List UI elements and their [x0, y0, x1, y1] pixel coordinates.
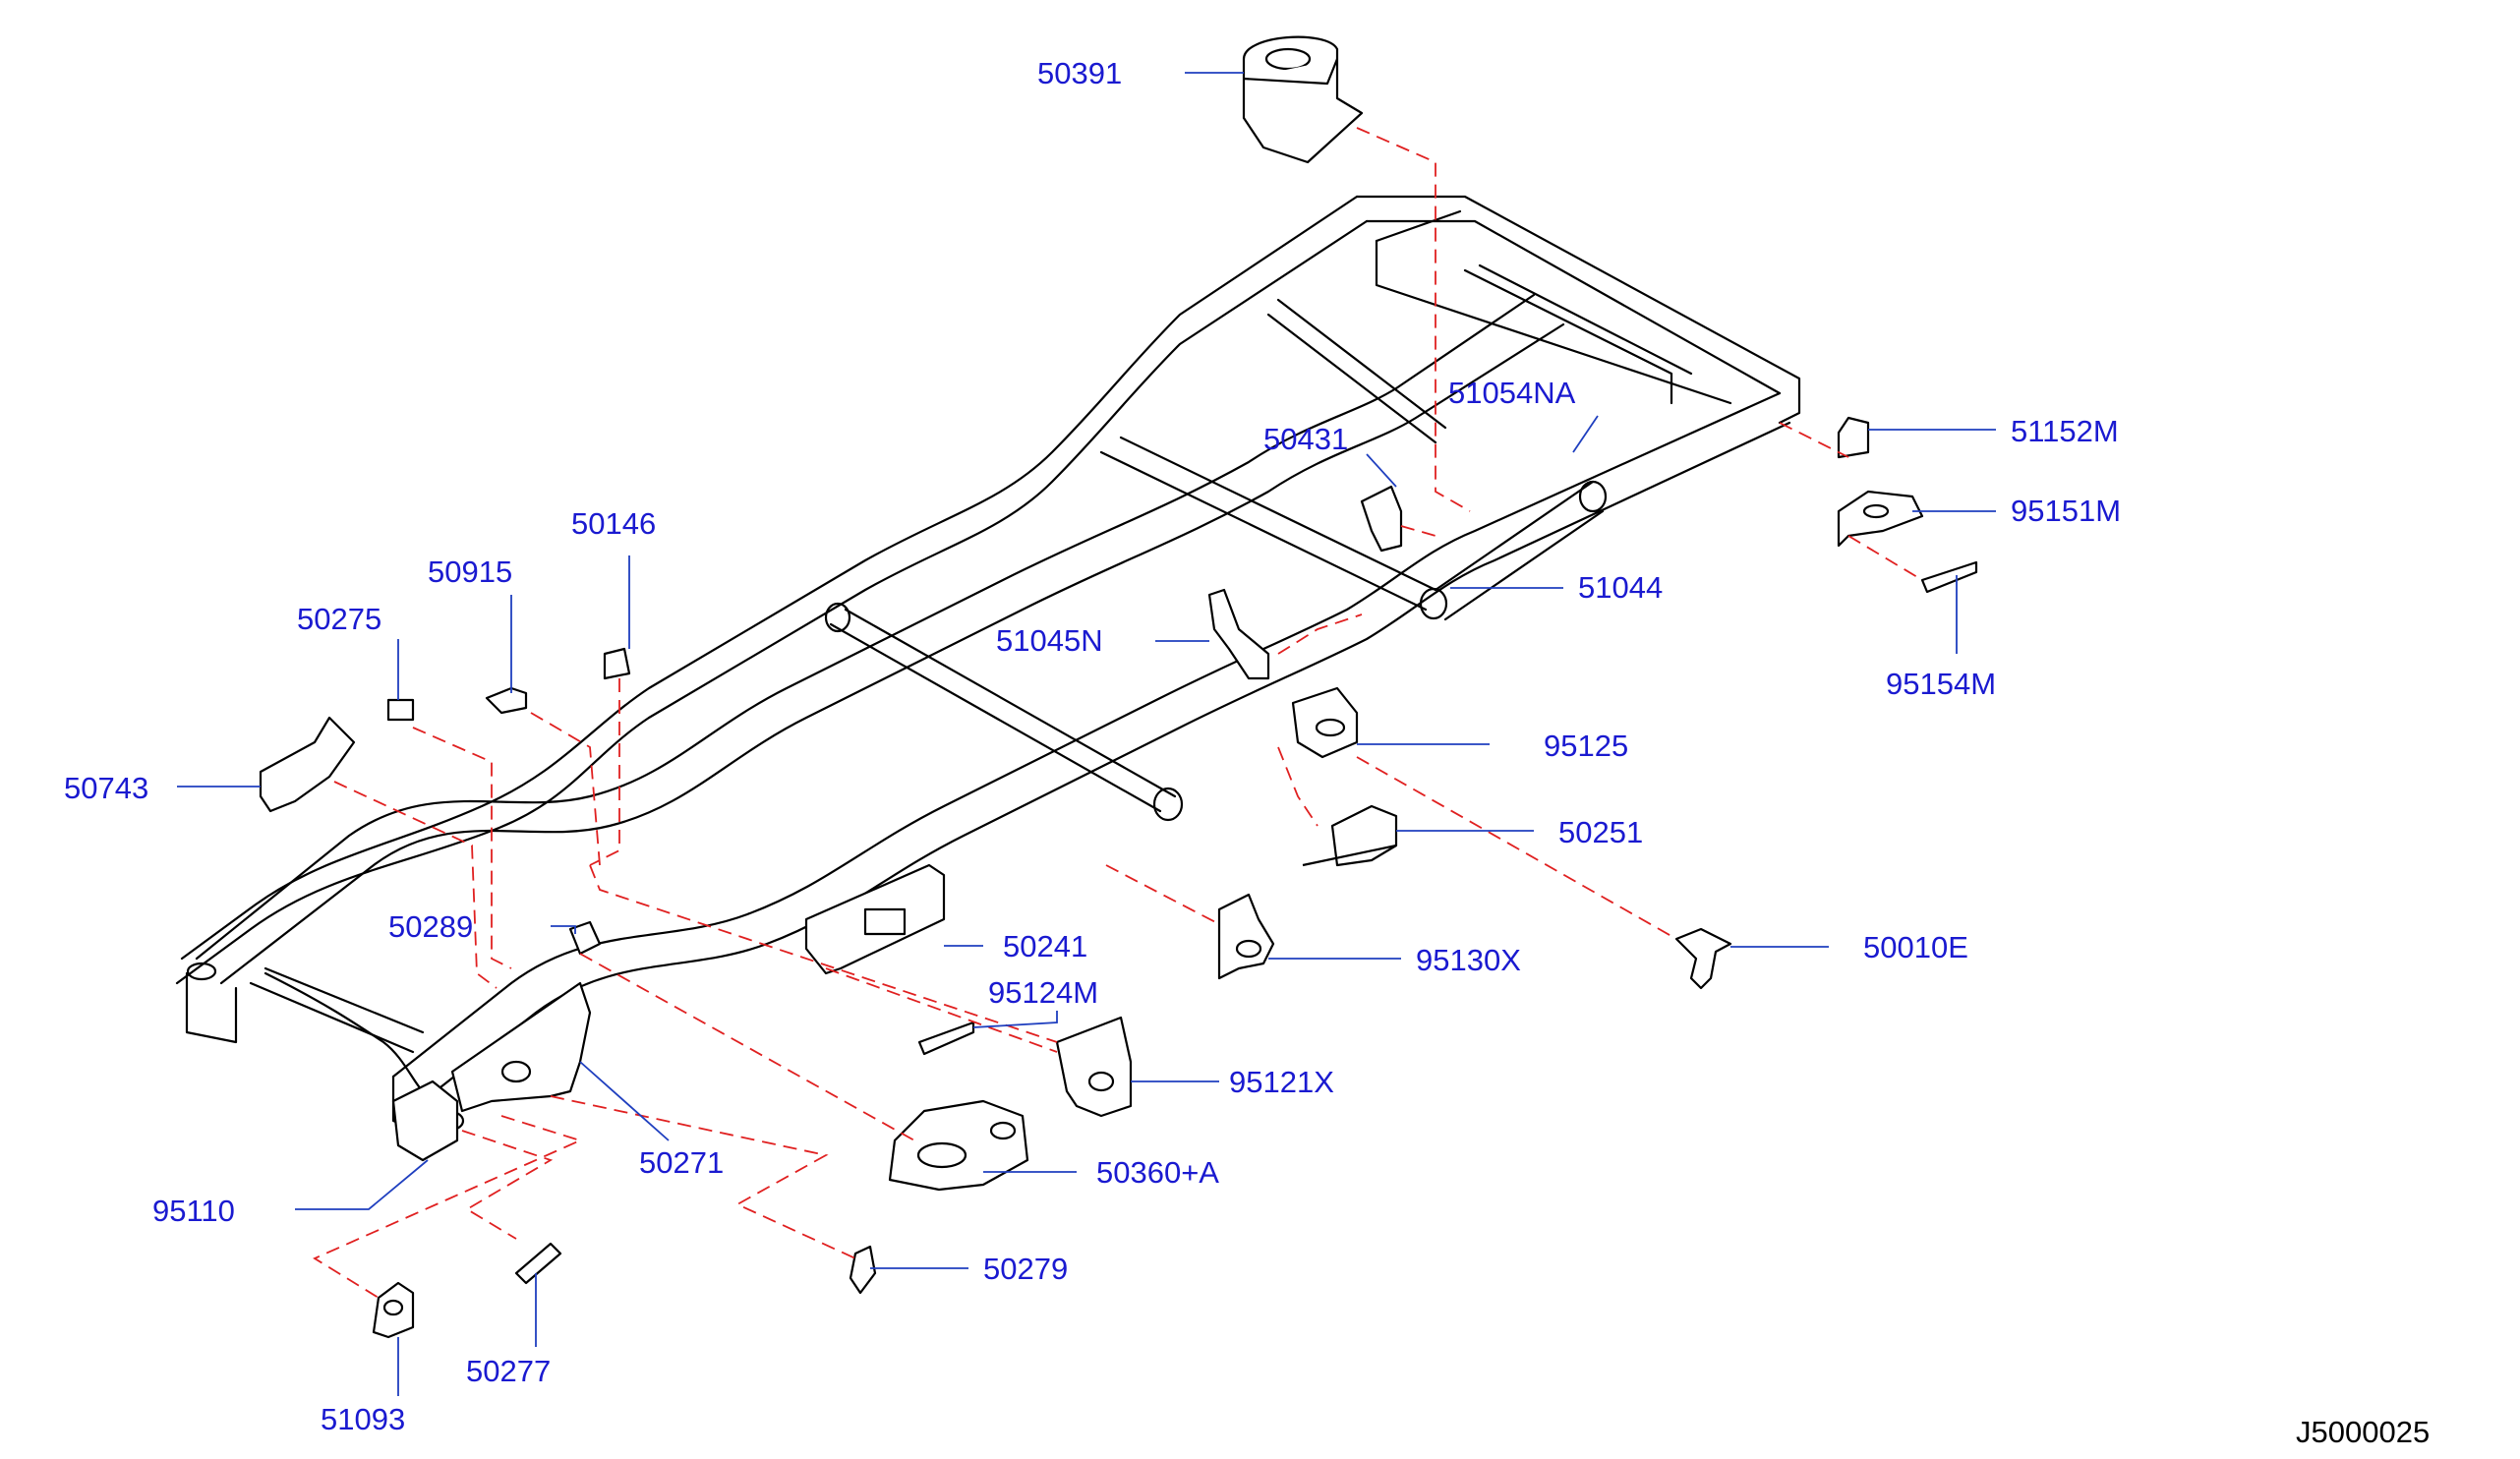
- part-50743: [259, 716, 356, 813]
- part-50241: [804, 863, 946, 975]
- label-50271: 50271: [639, 1145, 724, 1180]
- part-50275: [386, 698, 415, 722]
- part-50277: [514, 1242, 562, 1285]
- leader-lines: [177, 72, 1996, 1396]
- label-50431: 50431: [1263, 422, 1348, 456]
- part-95154M: [1920, 560, 1978, 594]
- label-51152M: 51152M: [2011, 414, 2119, 448]
- label-50391: 50391: [1037, 56, 1122, 90]
- part-50915: [485, 686, 528, 715]
- label-95130X: 95130X: [1416, 943, 1521, 977]
- label-95124M: 95124M: [988, 975, 1098, 1010]
- label-50251: 50251: [1558, 815, 1643, 849]
- label-51045N: 51045N: [996, 623, 1103, 658]
- part-51045N: [1207, 588, 1270, 680]
- label-95121X: 95121X: [1229, 1065, 1334, 1099]
- part-50271: [450, 981, 592, 1113]
- part-50289: [568, 920, 602, 956]
- part-95130X: [1217, 893, 1275, 980]
- label-95125: 95125: [1544, 729, 1628, 763]
- part-50391: [1242, 35, 1364, 164]
- label-50146: 50146: [571, 506, 656, 541]
- diagram-code: J5000025: [2296, 1415, 2430, 1449]
- label-50010E: 50010E: [1863, 930, 1968, 964]
- part-51093: [372, 1281, 415, 1339]
- part-50360A: [888, 1099, 1029, 1192]
- part-51152M: [1837, 416, 1870, 459]
- part-labels: 50391 51054NA 51152M 50431 95151M 51044 …: [64, 56, 2121, 1436]
- part-50010E: [1674, 927, 1732, 990]
- label-50360A: 50360+A: [1096, 1155, 1219, 1190]
- part-50279: [849, 1245, 877, 1295]
- label-50277: 50277: [466, 1354, 551, 1388]
- label-95151M: 95151M: [2011, 494, 2121, 528]
- label-50279: 50279: [983, 1252, 1068, 1286]
- part-95151M: [1837, 490, 1924, 548]
- part-95110: [391, 1080, 459, 1162]
- part-95124M: [917, 1021, 975, 1056]
- label-51044: 51044: [1578, 570, 1663, 605]
- dashed-reference-lines: [313, 127, 1923, 1299]
- label-50915: 50915: [428, 554, 512, 589]
- part-50146: [603, 647, 631, 680]
- part-95121X: [1055, 1016, 1133, 1118]
- part-50251: [1302, 804, 1398, 867]
- label-51093: 51093: [321, 1402, 405, 1436]
- label-50275: 50275: [297, 602, 381, 636]
- label-50743: 50743: [64, 771, 148, 805]
- part-95125: [1291, 686, 1359, 759]
- label-51054NA: 51054NA: [1448, 376, 1576, 410]
- label-50289: 50289: [388, 909, 473, 944]
- chassis-frame: [175, 195, 1801, 1142]
- label-95110: 95110: [152, 1194, 235, 1228]
- label-95154M: 95154M: [1886, 667, 1996, 701]
- part-50431: [1360, 485, 1403, 553]
- label-50241: 50241: [1003, 929, 1087, 963]
